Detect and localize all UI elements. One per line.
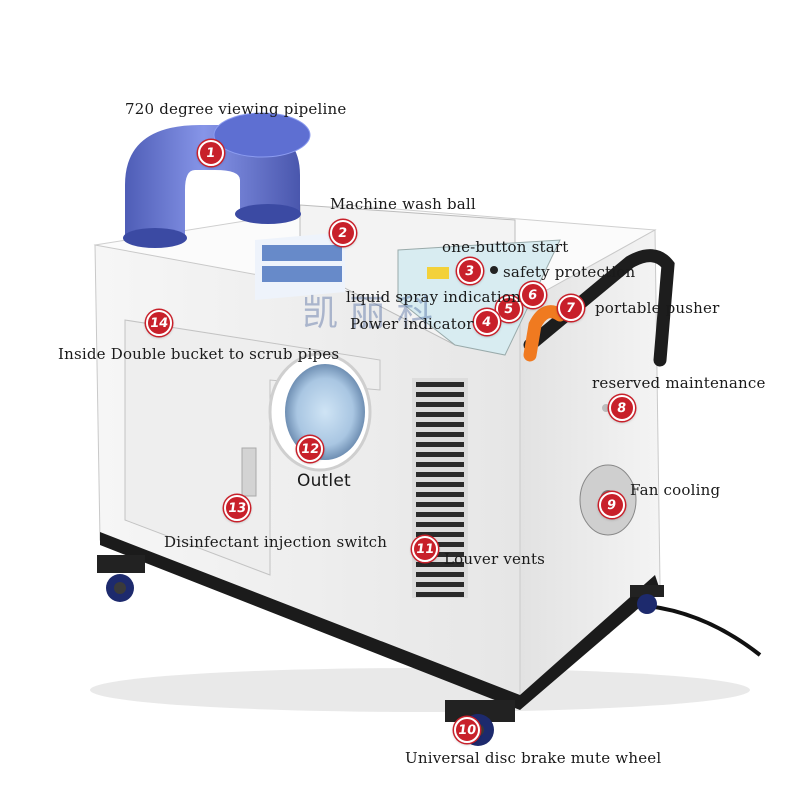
pusher-orange-grip: [523, 305, 567, 362]
callout-3: 3: [457, 258, 483, 284]
callout-5: 5: [496, 296, 522, 322]
louver-slat: [416, 562, 464, 567]
callout-10: 10: [454, 717, 480, 743]
callout-8: 8: [609, 395, 635, 421]
label-pipeline: 720 degree viewing pipeline: [125, 100, 347, 118]
panel-blue-text-b: [262, 266, 342, 282]
label-outlet: Outlet: [297, 471, 351, 491]
door-latch: [241, 447, 257, 497]
louver-slat: [416, 432, 464, 437]
wheel-back-right: [630, 585, 664, 614]
louver-slat: [416, 552, 464, 557]
callout-2: 2: [330, 220, 356, 246]
louver-slat: [416, 422, 464, 427]
callout-1: 1: [198, 140, 224, 166]
louver-slat: [416, 542, 464, 547]
label-safety-protection: safety protection: [503, 263, 636, 281]
label-liquid-spray: liquid spray indication: [346, 288, 521, 306]
louver-slat: [416, 592, 464, 597]
blue-pipe-base: [123, 228, 187, 248]
louver-slats: [416, 382, 464, 597]
panel-blue-text-a: [262, 245, 342, 261]
louver-slat: [416, 462, 464, 467]
louver-slat: [416, 442, 464, 447]
blue-pipe-top-rim: [213, 112, 311, 158]
louver-slat: [416, 492, 464, 497]
label-portable-pusher: portable pusher: [595, 299, 720, 317]
pusher-handle: [523, 249, 675, 367]
wheel-front-left: [97, 555, 145, 602]
maintenance-port: [602, 404, 610, 412]
louver-slat: [416, 452, 464, 457]
callout-13: 13: [224, 495, 250, 521]
callout-6: 6: [520, 282, 546, 308]
label-fan-cooling: Fan cooling: [630, 481, 721, 499]
louver-slat: [416, 382, 464, 387]
callout-7: 7: [558, 295, 584, 321]
callout-11: 11: [412, 536, 438, 562]
louver-slat: [416, 402, 464, 407]
callout-14: 14: [146, 310, 172, 336]
label-louver-vents: Louver vents: [444, 550, 546, 568]
louver-slat: [416, 412, 464, 417]
callout-12: 12: [297, 436, 323, 462]
louver-slat: [416, 572, 464, 577]
label-one-button-start: one-button start: [442, 238, 569, 256]
label-disinfectant-switch: Disinfectant injection switch: [164, 533, 388, 551]
louver-slat: [416, 392, 464, 397]
label-wheel: Universal disc brake mute wheel: [405, 749, 662, 767]
floor-shadow: [90, 668, 750, 712]
louver-slat: [416, 532, 464, 537]
safety-indicator-graphic: [490, 266, 498, 274]
callout-4: 4: [474, 309, 500, 335]
louver-slat: [416, 512, 464, 517]
louver-slat: [416, 472, 464, 477]
label-power-indicator: Power indicator: [350, 315, 474, 333]
louver-slat: [416, 582, 464, 587]
label-inside-bucket: Inside Double bucket to scrub pipes: [58, 345, 340, 363]
panel-yellow-sticker: [427, 267, 449, 279]
blue-pipe-base-2: [235, 204, 301, 224]
watermark: 凯 丽 科: [302, 293, 433, 334]
callout-9: 9: [599, 492, 625, 518]
louver-slat: [416, 522, 464, 527]
label-wash-ball: Machine wash ball: [330, 195, 476, 213]
louver-slat: [416, 482, 464, 487]
louver-slat: [416, 502, 464, 507]
label-reserved-maintenance: reserved maintenance: [592, 374, 766, 392]
